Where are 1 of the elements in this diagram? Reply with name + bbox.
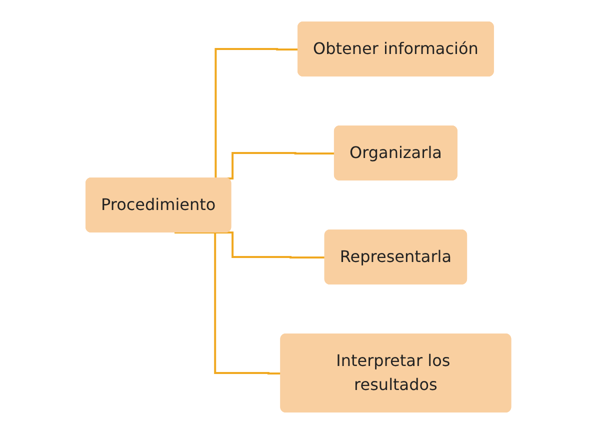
connector (174, 231, 282, 374)
